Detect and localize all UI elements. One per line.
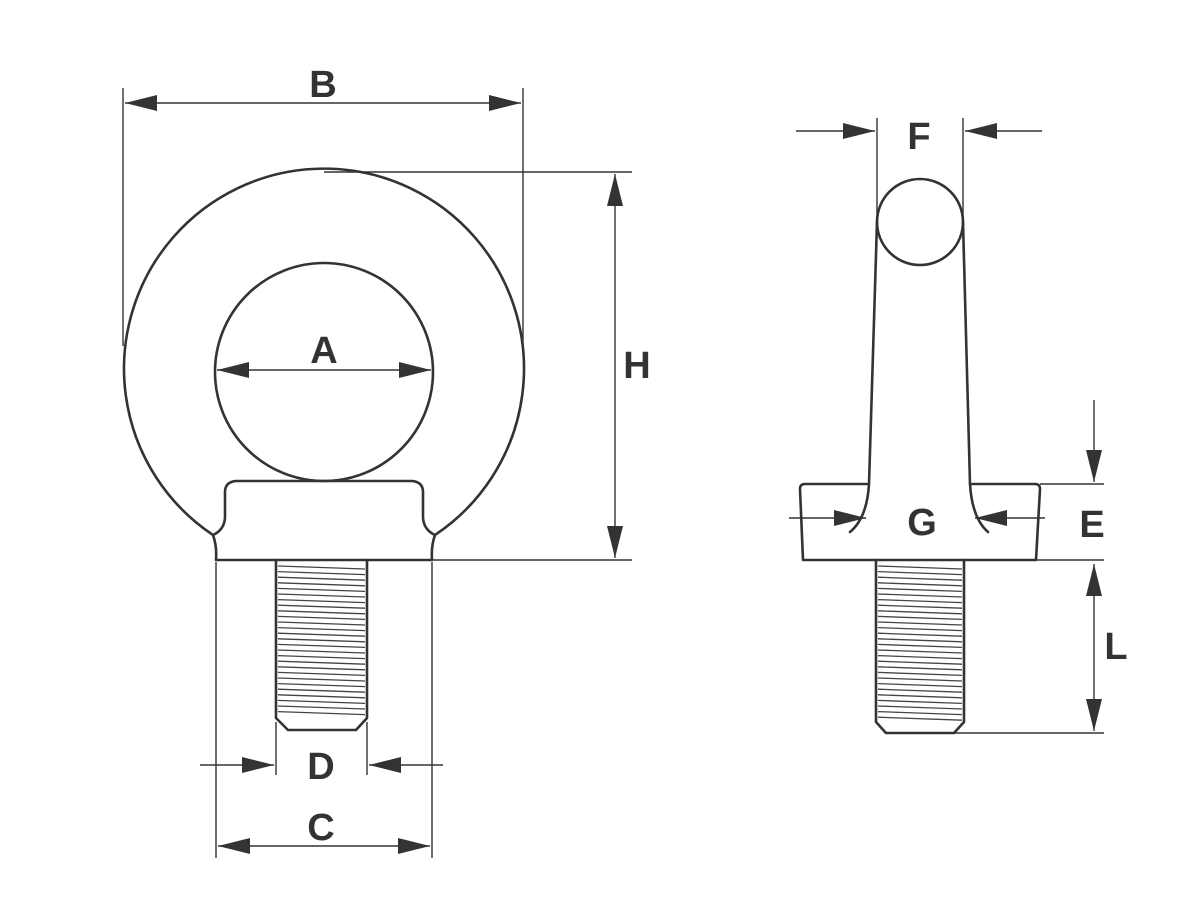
- front-thread-line: [277, 643, 366, 649]
- front-thread-lines: [277, 565, 366, 716]
- front-thread-line: [277, 677, 366, 682]
- dim-e-label: E: [1079, 504, 1104, 546]
- front-thread-line: [277, 688, 366, 693]
- dim-f-label: F: [907, 116, 930, 158]
- side-thread-line: [877, 716, 963, 721]
- front-thread-line: [277, 666, 366, 671]
- front-thread-line: [277, 598, 366, 604]
- dim-l-label: L: [1104, 626, 1127, 668]
- front-thread-line: [277, 671, 366, 677]
- front-thread-line: [277, 682, 366, 688]
- side-thread-line: [877, 587, 963, 593]
- side-thread-line: [877, 582, 963, 587]
- side-collar: [798, 482, 1042, 562]
- side-thread-line: [877, 643, 963, 649]
- side-thread-line: [877, 710, 963, 716]
- side-thread-line: [877, 626, 963, 632]
- side-thread-line: [877, 598, 963, 604]
- dim-c-label: C: [307, 807, 334, 849]
- dim-g-label: G: [907, 502, 937, 544]
- front-thread-line: [277, 660, 366, 665]
- side-collar-fillet-left: [848, 482, 871, 534]
- front-thread-line: [277, 565, 366, 570]
- side-ring-section: [875, 177, 965, 267]
- side-thread-line: [877, 610, 963, 615]
- side-thread-line: [877, 677, 963, 682]
- dim-d-label: D: [307, 746, 334, 788]
- front-thread-line: [277, 654, 366, 660]
- side-thread-line: [877, 604, 963, 609]
- eye-inner-hole: [213, 261, 435, 483]
- side-thread-line: [877, 705, 963, 710]
- front-thread-line: [277, 587, 366, 593]
- side-threaded-shank: [874, 558, 966, 735]
- front-thread-line: [277, 604, 366, 609]
- side-stem-left: [867, 220, 879, 486]
- side-stem-right: [961, 220, 972, 486]
- front-thread-line: [277, 694, 366, 699]
- front-view: B A H D C: [122, 64, 651, 858]
- side-thread-line: [877, 694, 963, 699]
- side-thread-line: [877, 688, 963, 693]
- side-thread-line: [877, 576, 963, 581]
- dim-a-label: A: [310, 330, 337, 372]
- side-thread-line: [877, 638, 963, 643]
- dim-h-label: H: [623, 345, 650, 387]
- side-thread-line: [877, 699, 963, 705]
- side-view: F G E L: [789, 116, 1128, 735]
- side-thread-line: [877, 666, 963, 671]
- front-thread-line: [277, 705, 366, 710]
- side-thread-line: [877, 621, 963, 626]
- side-thread-line: [877, 682, 963, 688]
- front-thread-line: [277, 576, 366, 581]
- front-thread-line: [277, 610, 366, 615]
- front-thread-line: [277, 570, 366, 576]
- front-thread-line: [277, 649, 366, 654]
- side-thread-line: [877, 660, 963, 665]
- eye-collar-shoulder: [211, 479, 437, 537]
- front-thread-line: [277, 699, 366, 705]
- side-thread-line: [877, 615, 963, 621]
- front-thread-line: [277, 632, 366, 637]
- side-thread-line: [877, 654, 963, 660]
- side-thread-line: [877, 649, 963, 654]
- side-thread-line: [877, 632, 963, 637]
- front-thread-line: [277, 710, 366, 716]
- front-thread-line: [277, 582, 366, 587]
- eye-outer-ring: [122, 167, 526, 562]
- front-threaded-shank: [274, 558, 369, 732]
- side-collar-fillet-right: [968, 482, 990, 534]
- front-thread-line: [277, 593, 366, 598]
- side-thread-line: [877, 570, 963, 576]
- front-thread-line: [277, 626, 366, 632]
- side-thread-line: [877, 593, 963, 598]
- side-thread-lines: [877, 565, 963, 721]
- side-thread-line: [877, 671, 963, 677]
- side-thread-line: [877, 565, 963, 570]
- front-thread-line: [277, 638, 366, 643]
- front-thread-line: [277, 615, 366, 621]
- front-thread-line: [277, 621, 366, 626]
- dim-b-label: B: [309, 64, 336, 106]
